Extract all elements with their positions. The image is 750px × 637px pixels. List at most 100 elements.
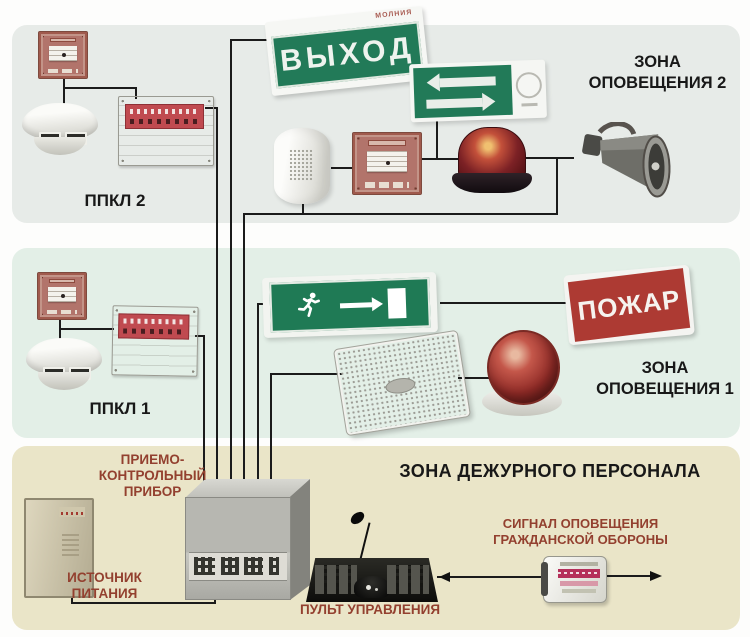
cabinet-label xyxy=(59,506,86,518)
wire-segment xyxy=(135,87,137,99)
wire-segment xyxy=(421,158,458,160)
wire-segment xyxy=(63,87,137,89)
power-supply-label-line1: ИСТОЧНИК xyxy=(67,570,142,585)
console-mic-base xyxy=(354,576,390,598)
call-point-label-strip xyxy=(49,37,77,42)
exit-arrow-icon xyxy=(339,301,373,308)
civil-defense-label: СИГНАЛ ОПОВЕЩЕНИЯ ГРАЖДАНСКОЙ ОБОРОНЫ xyxy=(483,516,678,547)
wire-segment xyxy=(437,576,545,578)
vyhod-sign-text: ВЫХОД xyxy=(278,31,417,78)
call-point-led xyxy=(385,161,390,166)
zone1-title-line2: ОПОВЕЩЕНИЯ 1 xyxy=(596,379,734,398)
civil-defense-receiver xyxy=(541,556,607,603)
zone1-title: ЗОНА ОПОВЕЩЕНИЯ 1 xyxy=(585,358,745,399)
sounder-tag xyxy=(521,102,538,107)
power-supply-label-line2: ПИТАНИЯ xyxy=(71,586,138,602)
wire-segment xyxy=(436,118,438,160)
detector-base xyxy=(34,137,86,155)
control-unit-label-line1: ПРИЕМО- xyxy=(120,452,185,467)
arrow-left-icon xyxy=(439,76,496,88)
wire-segment xyxy=(257,304,259,484)
smoke-detector-2 xyxy=(22,103,98,155)
exit-running-man-sign xyxy=(262,271,438,339)
wire-segment xyxy=(331,167,355,169)
wire-segment xyxy=(63,76,65,106)
wall-sounder xyxy=(274,128,330,204)
horn-loudspeaker xyxy=(582,122,671,198)
rotating-beacon xyxy=(452,127,532,194)
power-supply-cabinet xyxy=(24,498,94,598)
call-point-label-strip xyxy=(48,278,76,283)
call-point-chips xyxy=(46,309,78,315)
ppkl-1-panel xyxy=(111,305,199,377)
control-unit xyxy=(185,497,291,600)
zone1-title-line1: ЗОНА xyxy=(641,359,689,377)
call-point-chips xyxy=(47,68,79,74)
wire-segment xyxy=(270,373,342,375)
wire-segment xyxy=(302,200,304,215)
zone2-title-line2: ОПОВЕЩЕНИЯ 2 xyxy=(588,73,727,92)
zone3-title: ЗОНА ДЕЖУРНОГО ПЕРСОНАЛА xyxy=(399,461,701,481)
button-group xyxy=(193,557,216,575)
control-unit-label-line2: КОНТРОЛЬНЫЙ xyxy=(98,468,207,484)
wire-segment xyxy=(605,575,655,577)
receiver-label-row xyxy=(558,569,600,578)
horn-bracket xyxy=(597,122,637,136)
wire-segment xyxy=(230,40,232,484)
control-console xyxy=(306,558,438,602)
manual-call-point-annunciator xyxy=(352,132,422,195)
manual-call-point-2 xyxy=(38,31,88,79)
wire-segment xyxy=(458,377,489,379)
sign-sounder-section xyxy=(511,60,547,119)
civil-defense-label-line2: ГРАЖДАНСКОЙ ОБОРОНЫ xyxy=(493,531,668,547)
ppkl-indicator-strip xyxy=(124,103,204,129)
button-group xyxy=(243,557,264,575)
console-label: ПУЛЬТ УПРАВЛЕНИЯ xyxy=(299,602,441,617)
call-point-label-strip xyxy=(367,140,407,146)
beacon-dome xyxy=(458,127,526,177)
ppkl1-label: ППКЛ 1 xyxy=(89,399,151,418)
detector-base xyxy=(38,372,90,390)
control-unit-label: ПРИЕМО- КОНТРОЛЬНЫЙ ПРИБОР xyxy=(95,452,210,501)
civil-defense-label-line1: СИГНАЛ ОПОВЕЩЕНИЯ xyxy=(502,516,659,531)
wire-segment xyxy=(230,39,276,41)
wire-segment xyxy=(216,108,218,484)
wire-segment xyxy=(214,596,216,604)
direction-arrows-sign xyxy=(409,59,547,123)
cabinet-vent xyxy=(62,530,80,556)
signal-arrow-to-console-icon xyxy=(439,572,450,582)
wire-segment xyxy=(243,213,558,215)
smoke-detector-1 xyxy=(26,338,102,390)
wire-segment xyxy=(556,157,558,215)
zone2-title-line1: ЗОНА xyxy=(634,53,681,71)
wire-segment xyxy=(59,316,61,344)
button-group xyxy=(221,557,239,575)
control-unit-label-line3: ПРИБОР xyxy=(123,484,182,500)
power-supply-label: ИСТОЧНИК ПИТАНИЯ xyxy=(52,570,157,602)
fire-pozhar-sign: ПОЖАР xyxy=(563,264,695,346)
call-point-led xyxy=(62,53,67,58)
receiver-label-row xyxy=(560,562,598,566)
incoming-signal-arrow-icon xyxy=(650,571,662,581)
wire-segment xyxy=(195,335,205,337)
wire-segment xyxy=(203,336,205,484)
control-unit-top xyxy=(185,479,310,498)
flashing-beacon xyxy=(482,330,562,416)
ppkl-indicator-strip xyxy=(118,313,190,340)
wire-segment xyxy=(59,328,114,330)
ppkl2-label: ППКЛ 2 xyxy=(84,191,146,210)
ppkl-2-panel xyxy=(118,96,214,166)
control-unit-button-band xyxy=(189,551,287,581)
indicator-group xyxy=(269,557,280,575)
wire-segment xyxy=(243,213,245,484)
sounder-circle-icon xyxy=(515,71,543,99)
receiver-label-row xyxy=(560,581,598,586)
exit-door-icon xyxy=(387,288,407,319)
running-man-icon xyxy=(297,292,320,318)
wire-segment xyxy=(270,374,272,484)
wire-segment xyxy=(71,602,216,604)
zone2-title: ЗОНА ОПОВЕЩЕНИЯ 2 xyxy=(575,52,740,93)
receiver-label-row xyxy=(562,589,597,593)
control-unit-side xyxy=(290,479,310,600)
